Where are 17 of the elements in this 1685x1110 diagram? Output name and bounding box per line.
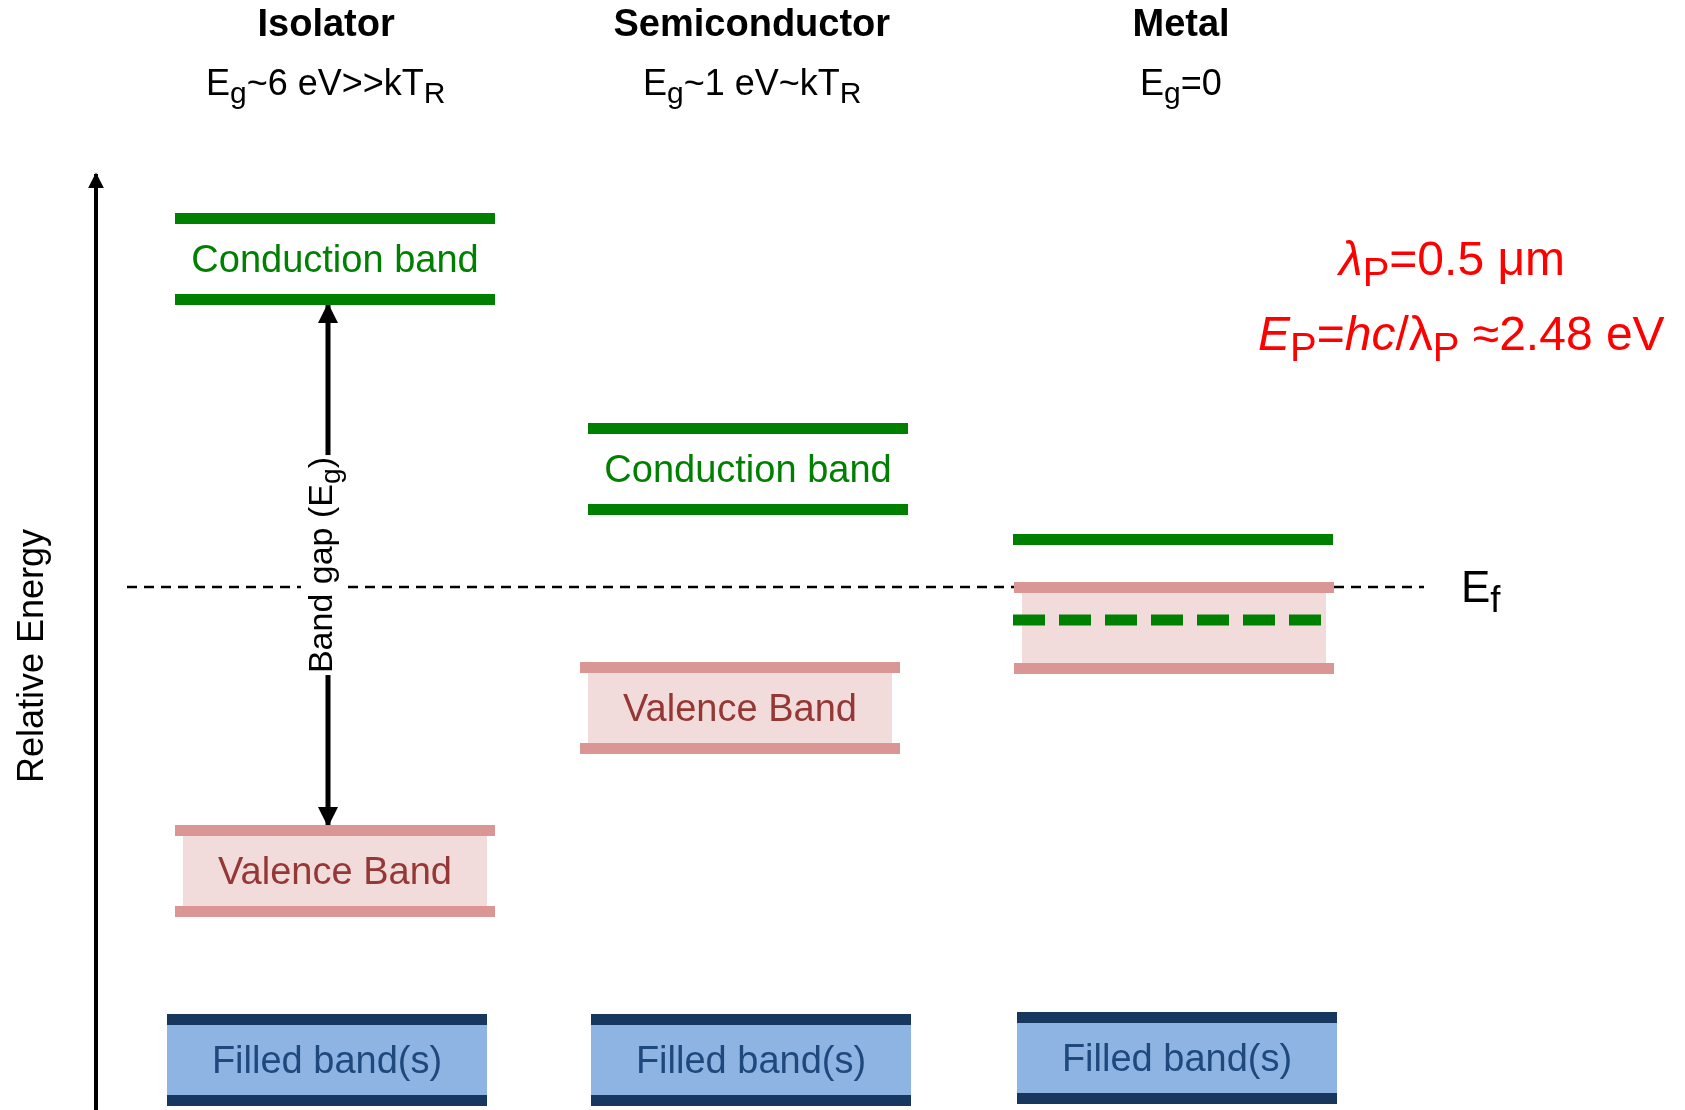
valence-band: Valence Band — [175, 825, 495, 917]
column-heading: Semiconductor — [613, 2, 891, 45]
gap-formula: E$_{g}$=0 — [1140, 62, 1222, 111]
gap-formula: E$_{g}$~1 eV~kT$_{R}$ — [643, 62, 862, 111]
filled-band: Filled band(s) — [591, 1014, 911, 1106]
wavelength-note: λ$_{P}$=0.5 μm — [1339, 231, 1566, 295]
column-heading: Isolator — [257, 2, 395, 45]
column-heading: Metal — [1132, 2, 1230, 45]
energy-formula: E$_{P}$=hc/λ$_{P}$ ≈2.48 eV — [1258, 306, 1665, 370]
conduction-band: Conduction band — [175, 213, 495, 305]
fermi-level-label: E$_{f}$ — [1461, 562, 1501, 621]
gap-formula: E$_{g}$~6 eV>>kT$_{R}$ — [206, 62, 446, 111]
valence-band: Valence Band — [580, 662, 900, 754]
axis-title: Relative Energy — [10, 528, 52, 784]
filled-band: Filled band(s) — [167, 1014, 487, 1106]
filled-band: Filled band(s) — [1017, 1012, 1337, 1104]
conduction-band: Conduction band — [588, 423, 908, 515]
